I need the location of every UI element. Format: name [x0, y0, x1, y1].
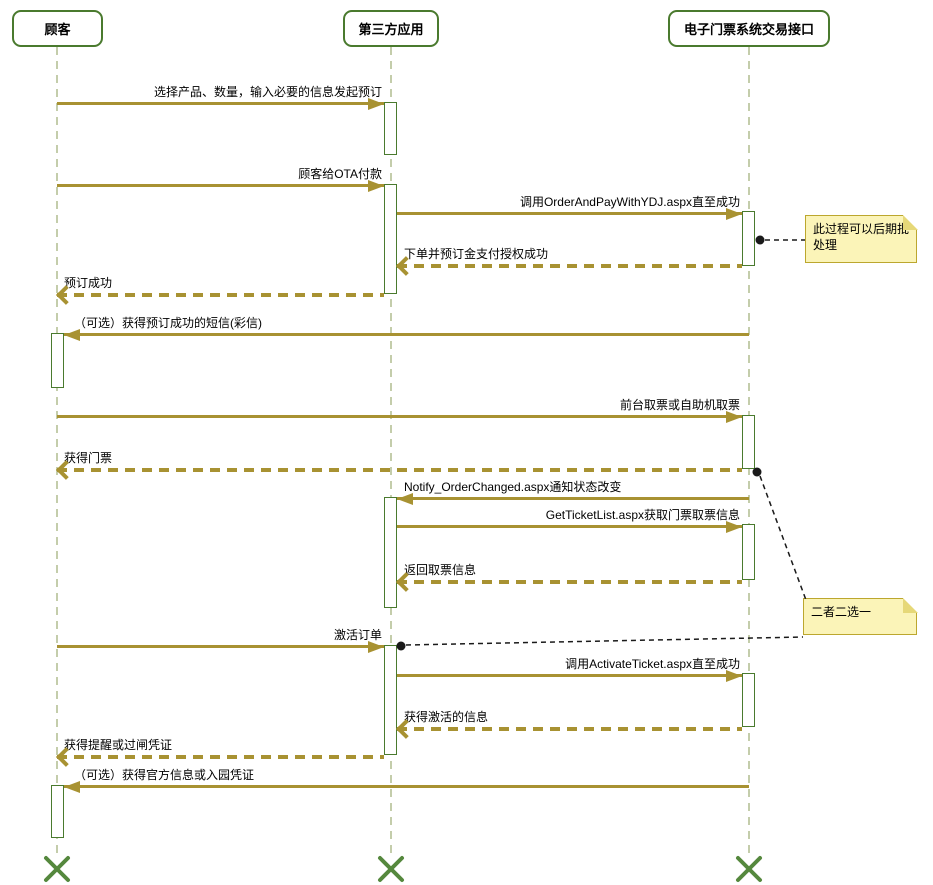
actor-label-eticket-interface: 电子门票系统交易接口 — [683, 22, 814, 37]
message-label: 激活订单 — [333, 628, 382, 642]
connector-line-activate — [405, 636, 804, 646]
lifeline-customer — [56, 47, 58, 858]
message-line — [57, 102, 384, 105]
lifeline-third-party-app — [390, 47, 392, 858]
arrowhead-right-icon — [726, 520, 742, 533]
activation-bar-eticket-activate — [742, 673, 755, 727]
destroy-icon-customer — [44, 856, 70, 882]
message-label: 下单并预订金支付授权成功 — [404, 247, 549, 261]
connector-line-pickup — [759, 475, 807, 601]
activation-bar-eticket-order — [742, 211, 755, 266]
message-line — [57, 755, 384, 759]
message-notify-orderchanged: Notify_OrderChanged.aspx通知状态改变 — [397, 479, 749, 513]
activation-bar-app-activate — [384, 645, 397, 755]
activation-bar-eticket-getlist — [742, 524, 755, 580]
message-label: （可选）获得官方信息或入园凭证 — [74, 768, 255, 782]
message-line — [64, 333, 749, 336]
message-select-product: 选择产品、数量，输入必要的信息发起预订 — [57, 84, 384, 118]
actor-box-eticket-interface: 电子门票系统交易接口 — [668, 10, 830, 47]
message-line — [397, 674, 742, 677]
arrowhead-right-icon — [368, 640, 384, 653]
arrowhead-left-icon — [64, 780, 80, 793]
message-pay-ota: 顾客给OTA付款 — [57, 166, 384, 200]
message-line — [57, 293, 384, 297]
message-line — [397, 497, 749, 500]
connector-dot-activate — [396, 641, 406, 651]
arrowhead-left-icon — [397, 492, 413, 505]
message-getticketlist: GetTicketList.aspx获取门票取票信息 — [397, 507, 742, 541]
actor-label-third-party-app: 第三方应用 — [358, 22, 424, 37]
message-call-orderandpay: 调用OrderAndPayWithYDJ.aspx直至成功 — [397, 194, 742, 228]
message-line — [397, 212, 742, 215]
message-official-info: （可选）获得官方信息或入园凭证 — [64, 767, 749, 801]
activation-bar-eticket-pickup — [742, 415, 755, 469]
message-pickup-ticket: 前台取票或自助机取票 — [57, 397, 742, 431]
message-line — [397, 525, 742, 528]
message-label: 前台取票或自助机取票 — [619, 398, 740, 412]
message-label: 获得提醒或过闸凭证 — [64, 738, 173, 752]
arrowhead-right-icon — [368, 97, 384, 110]
message-line — [57, 468, 742, 472]
note-fold-icon — [902, 597, 918, 613]
activation-bar-customer-final — [51, 785, 64, 838]
note-label: 此过程可以后期批处理 — [813, 222, 910, 252]
message-order-authorized-return: 下单并预订金支付授权成功 — [396, 246, 742, 280]
message-line — [57, 645, 384, 648]
actor-box-customer: 顾客 — [12, 10, 103, 47]
activation-bar-app-booking — [384, 102, 397, 155]
message-return-ticket-info: 返回取票信息 — [396, 562, 742, 596]
message-activation-info: 获得激活的信息 — [396, 709, 742, 743]
activation-bar-app-notify — [384, 497, 397, 608]
arrowhead-right-icon — [726, 669, 742, 682]
note-label: 二者二选一 — [811, 605, 872, 619]
message-label: 获得门票 — [64, 451, 113, 465]
message-call-activateticket: 调用ActivateTicket.aspx直至成功 — [397, 656, 742, 690]
arrowhead-right-icon — [368, 179, 384, 192]
message-line — [57, 184, 384, 187]
message-gate-pass-reminder: 获得提醒或过闸凭证 — [56, 737, 384, 771]
arrowhead-left-icon — [64, 328, 80, 341]
note-batch-processing: 此过程可以后期批处理 — [805, 214, 918, 263]
message-label: Notify_OrderChanged.aspx通知状态改变 — [404, 480, 622, 494]
message-label: 获得激活的信息 — [404, 710, 489, 724]
message-label: 顾客给OTA付款 — [298, 167, 382, 181]
arrowhead-right-icon — [726, 207, 742, 220]
note-fold-icon — [902, 214, 918, 230]
actor-label-customer: 顾客 — [44, 22, 71, 37]
destroy-icon-third-party-app — [378, 856, 404, 882]
message-label: 预订成功 — [64, 276, 113, 290]
actor-box-third-party-app: 第三方应用 — [343, 10, 439, 47]
destroy-icon-eticket-interface — [736, 856, 762, 882]
message-booking-success: 预订成功 — [56, 275, 384, 309]
message-line — [57, 415, 742, 418]
note-choose-one: 二者二选一 — [803, 597, 918, 635]
message-line — [64, 785, 749, 788]
message-line — [397, 264, 742, 268]
message-label: （可选）获得预订成功的短信(彩信) — [74, 316, 262, 330]
message-line — [397, 580, 742, 584]
activation-bar-app-payment — [384, 184, 397, 294]
activation-bar-customer-sms — [51, 333, 64, 388]
message-label: GetTicketList.aspx获取门票取票信息 — [545, 508, 740, 522]
message-label: 返回取票信息 — [404, 563, 477, 577]
message-label: 选择产品、数量，输入必要的信息发起预订 — [153, 85, 382, 99]
message-label: 调用ActivateTicket.aspx直至成功 — [565, 657, 740, 671]
connector-dot-batch — [755, 235, 765, 245]
message-label: 调用OrderAndPayWithYDJ.aspx直至成功 — [519, 195, 740, 209]
message-line — [397, 727, 742, 731]
message-got-ticket: 获得门票 — [56, 450, 742, 484]
message-sms-notification: （可选）获得预订成功的短信(彩信) — [64, 315, 749, 349]
arrowhead-right-icon — [726, 410, 742, 423]
message-activate-order: 激活订单 — [57, 627, 384, 661]
